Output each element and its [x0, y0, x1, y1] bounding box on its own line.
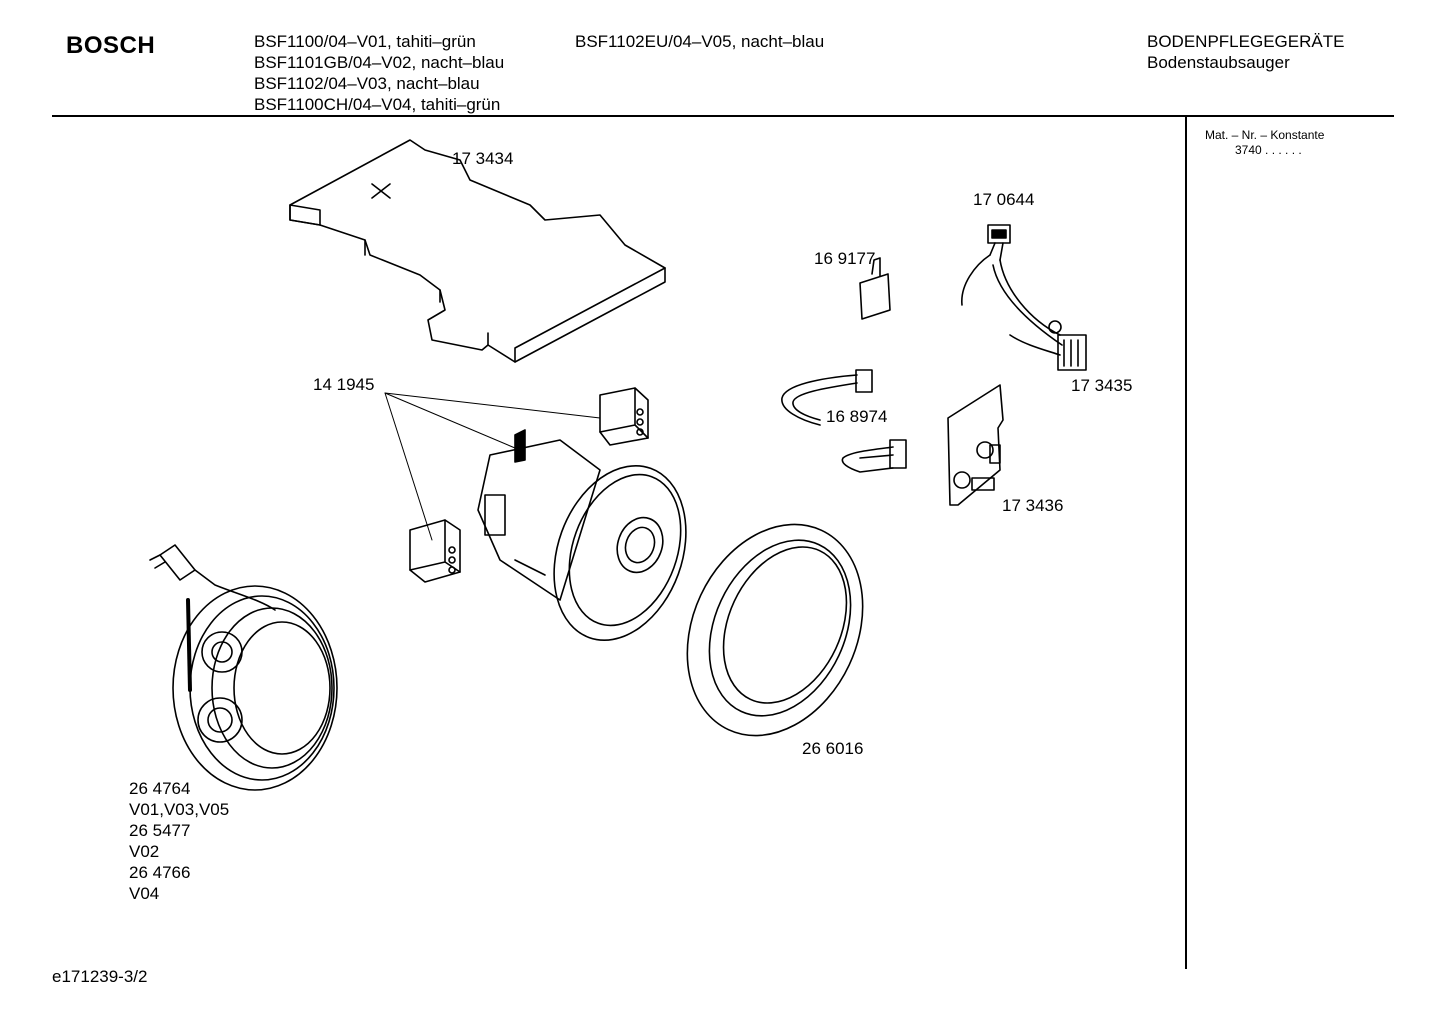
- seal-ring-part: [686, 523, 864, 737]
- material-constant: Mat. – Nr. – Konstante 3740 . . . . . .: [1205, 128, 1324, 158]
- label-seal-ring: 26 6016: [802, 739, 863, 758]
- cover-plate-part: [289, 139, 666, 363]
- label-cover: 17 3434: [452, 149, 513, 168]
- connector-part: [1057, 334, 1087, 371]
- small-plate-part: [859, 257, 891, 320]
- sidebar-divider: [1185, 117, 1187, 969]
- model-line: BSF1102/04–V03, nacht–blau: [254, 74, 480, 93]
- category-subtitle: Bodenstaubsauger: [1147, 53, 1290, 72]
- label-circuit-board: 17 3436: [1002, 496, 1063, 515]
- label-cable-reel-line: V04: [129, 884, 159, 903]
- brand-logo: BOSCH: [66, 32, 156, 59]
- label-dampers: 14 1945: [313, 375, 374, 394]
- cable-reel-part: [149, 544, 338, 791]
- model-list-right: BSF1102EU/04–V05, nacht–blau: [575, 31, 824, 52]
- label-cable-reel-line: V02: [129, 842, 159, 861]
- model-line: BSF1101GB/04–V02, nacht–blau: [254, 53, 505, 72]
- header-divider: [52, 115, 1394, 117]
- category-title: BODENPFLEGEGERÄTE: [1147, 32, 1345, 51]
- label-plate: 16 9177: [814, 249, 875, 268]
- circuit-board-part: [947, 384, 1004, 506]
- label-connector: 17 3435: [1071, 376, 1132, 395]
- leader-lines: [384, 392, 601, 541]
- label-switch: 17 0644: [973, 190, 1034, 209]
- motor-part: [477, 429, 687, 641]
- material-value: 3740 . . . . . .: [1235, 143, 1302, 157]
- switch-part: [961, 224, 1063, 356]
- category-block: BODENPFLEGEGERÄTE Bodenstaubsauger: [1147, 31, 1344, 73]
- model-list-left: BSF1100/04–V01, tahiti–grün BSF1101GB/04…: [254, 31, 504, 115]
- label-cable-reel-line: 26 5477: [129, 821, 190, 840]
- model-line: BSF1100CH/04–V04, tahiti–grün: [254, 95, 501, 114]
- exploded-parts-diagram: 17 3434 17 0644 16 9177 17 3435 14 1945 …: [129, 139, 1132, 903]
- document-id: e171239-3/2: [52, 967, 148, 986]
- material-label: Mat. – Nr. – Konstante: [1205, 128, 1325, 142]
- label-cable-harness: 16 8974: [826, 407, 887, 426]
- damper-part: [409, 387, 649, 583]
- label-cable-reel-line: 26 4764: [129, 779, 190, 798]
- model-line: BSF1102EU/04–V05, nacht–blau: [575, 32, 825, 51]
- label-cable-reel-line: 26 4766: [129, 863, 190, 882]
- cable-harness-part: [781, 369, 907, 473]
- label-cable-reel-line: V01,V03,V05: [129, 800, 229, 819]
- model-line: BSF1100/04–V01, tahiti–grün: [254, 32, 476, 51]
